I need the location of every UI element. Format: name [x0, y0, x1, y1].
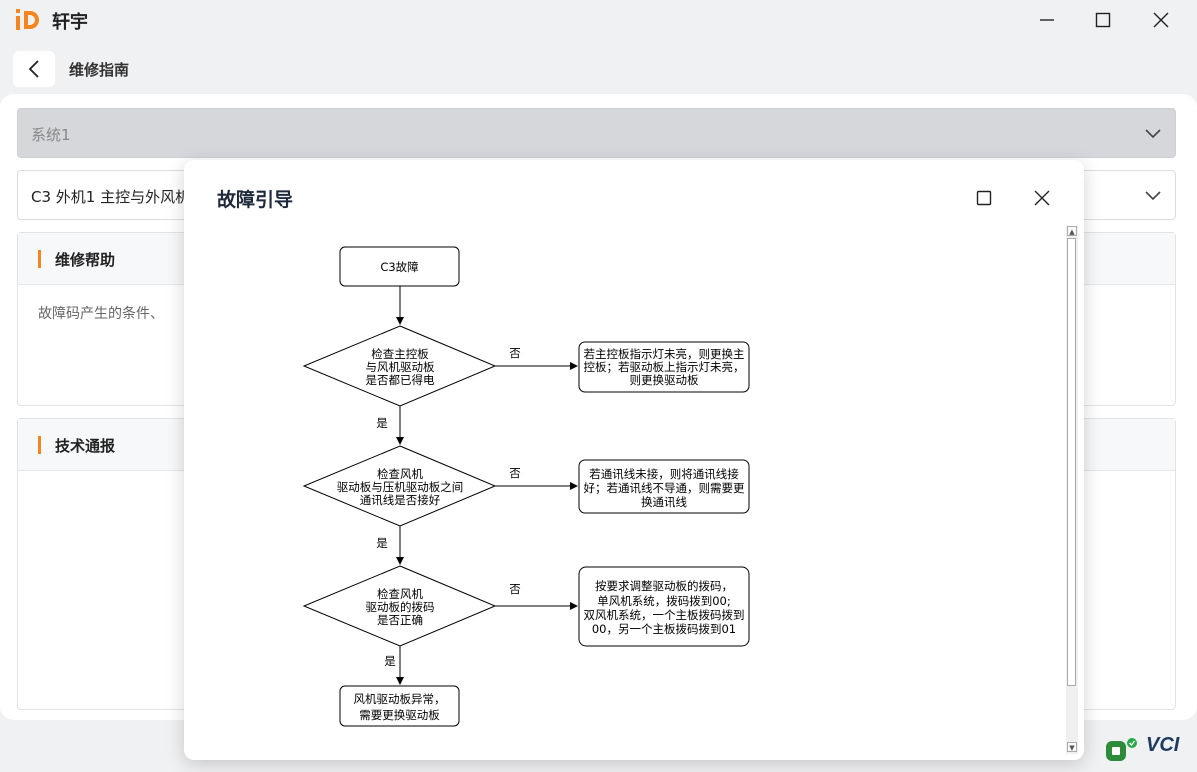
- scroll-thumb[interactable]: [1067, 238, 1076, 686]
- fault-guide-dialog: 故障引导 C3故障 检查主控板 与风机驱动板 是否都已得电 否 若主控板指示灯未…: [184, 160, 1084, 760]
- flow-r1-line2: 控板；若驱动板上指示灯未亮，: [584, 360, 745, 374]
- dialog-close-button[interactable]: [1028, 184, 1056, 212]
- minimize-button[interactable]: [1032, 6, 1062, 34]
- scroll-down-arrow[interactable]: ▼: [1067, 742, 1077, 752]
- back-button[interactable]: [13, 51, 55, 87]
- logo-icon: [16, 9, 39, 30]
- scroll-up-arrow[interactable]: ▲: [1067, 226, 1077, 236]
- help-panel-title: 维修帮助: [55, 251, 116, 269]
- flow-r1-line3: 则更换驱动板: [630, 373, 699, 387]
- accent-bar: [38, 436, 41, 454]
- dialog-scrollbar[interactable]: ▲ ▼: [1066, 226, 1078, 754]
- flow-d2-line1: 检查风机: [377, 467, 423, 481]
- flow-d3-line2: 驱动板的拨码: [366, 600, 435, 614]
- flow-d3-line1: 检查风机: [377, 587, 423, 601]
- flow-yes-label-1: 是: [376, 416, 388, 430]
- system-select-value: 系统1: [31, 126, 71, 144]
- page-title: 维修指南: [69, 61, 130, 79]
- flow-d1-line1: 检查主控板: [371, 347, 429, 361]
- flow-end-line2: 需要更换驱动板: [359, 708, 440, 722]
- maximize-button[interactable]: [1088, 6, 1118, 34]
- help-panel-text: 故障码产生的条件、: [38, 306, 164, 322]
- fault-flowchart: C3故障 检查主控板 与风机驱动板 是否都已得电 否 若主控板指示灯未亮，则更换…: [302, 246, 750, 727]
- flow-r2-line1: 若通讯线未接，则将通讯线接: [589, 467, 739, 481]
- flow-d2-line3: 通讯线是否接好: [360, 493, 441, 507]
- title-bar: 轩宇: [0, 0, 1197, 40]
- chevron-down-icon: [1145, 129, 1161, 139]
- flow-r1-line1: 若主控板指示灯未亮，则更换主: [584, 347, 745, 361]
- flow-r3-line1: 按要求调整驱动板的拨码，: [595, 579, 733, 593]
- flow-no-label-1: 否: [509, 346, 521, 360]
- flow-r3-line3: 双风机系统，一个主板拨码拨到: [584, 608, 745, 622]
- close-icon: [1034, 190, 1050, 206]
- flow-end-node: [339, 685, 460, 727]
- maximize-icon: [1095, 12, 1111, 28]
- flow-r3-line4: 00，另一个主板拨码拨到01: [592, 622, 736, 636]
- minimize-icon: [1040, 19, 1054, 21]
- flow-end-line1: 风机驱动板异常，: [354, 692, 446, 706]
- flow-r2-line2: 好；若通讯线不导通，则需要更: [584, 481, 745, 495]
- bulletin-panel-title: 技术通报: [55, 437, 116, 455]
- device-status-icon[interactable]: [1104, 737, 1140, 763]
- flow-no-label-2: 否: [509, 466, 521, 480]
- flow-yes-label-2: 是: [376, 536, 388, 550]
- flow-result-2: [578, 459, 750, 514]
- maximize-icon: [976, 190, 992, 206]
- close-button[interactable]: [1146, 6, 1176, 34]
- close-icon: [1153, 12, 1169, 28]
- flow-result-1: [578, 341, 750, 393]
- flow-d1-line3: 是否都已得电: [366, 373, 435, 387]
- flow-d1-line2: 与风机驱动板: [366, 360, 435, 374]
- flow-r2-line3: 换通讯线: [641, 495, 687, 509]
- accent-bar: [38, 250, 41, 268]
- dialog-title: 故障引导: [217, 189, 294, 211]
- system-select[interactable]: 系统1: [17, 108, 1176, 158]
- flow-yes-label-3: 是: [384, 654, 396, 668]
- fault-select-value: C3 外机1 主控与外风机: [31, 188, 191, 206]
- flow-no-label-3: 否: [509, 582, 521, 596]
- flow-d2-line2: 驱动板与压机驱动板之间: [337, 480, 464, 494]
- app-title: 轩宇: [52, 12, 88, 33]
- dialog-maximize-button[interactable]: [970, 184, 998, 212]
- back-arrow-icon: [28, 60, 39, 78]
- vci-logo: VCI: [1146, 734, 1180, 756]
- chevron-down-icon: [1145, 191, 1161, 201]
- flow-r3-line2: 单风机系统，拨码拨到00;: [597, 594, 731, 608]
- flow-result-3: [578, 566, 750, 647]
- flow-start-label: C3故障: [380, 260, 418, 274]
- flow-d3-line3: 是否正确: [377, 613, 423, 627]
